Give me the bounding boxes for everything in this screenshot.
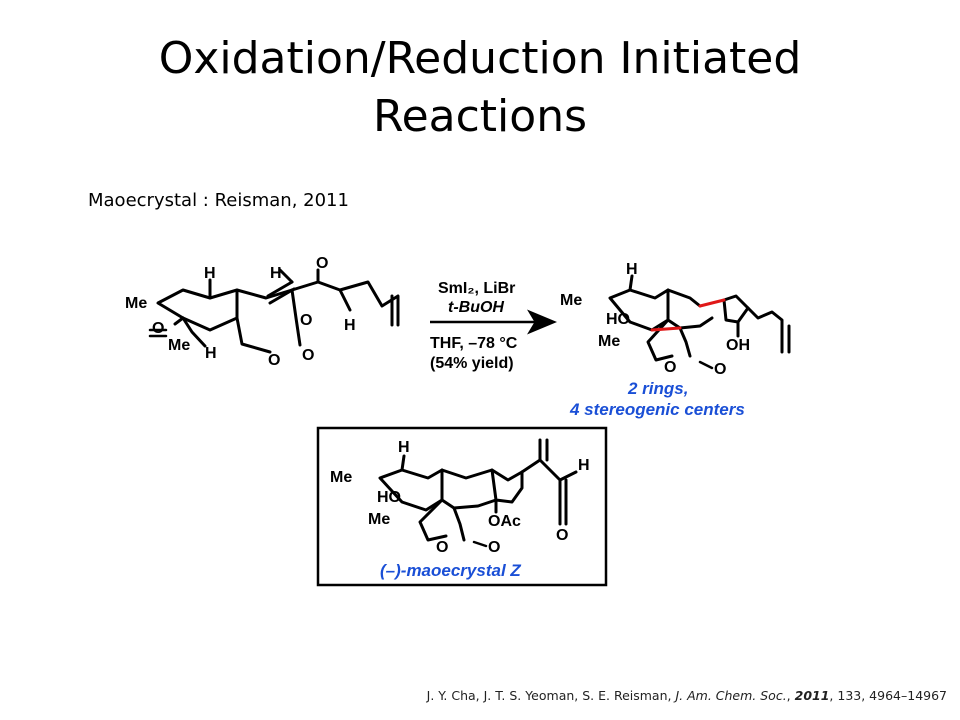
sm-o-1: O xyxy=(152,320,164,337)
sm-me-1: Me xyxy=(125,295,147,312)
z-o-1: O xyxy=(436,539,448,556)
p-me-1: Me xyxy=(560,292,582,309)
reagent-line2: t-BuOH xyxy=(448,299,504,316)
p-ho: HO xyxy=(606,311,630,328)
sm-h-3: H xyxy=(270,265,282,282)
z-ho: HO xyxy=(377,489,401,506)
sm-o-5: O xyxy=(300,312,312,329)
z-h-2: H xyxy=(578,457,590,474)
result-annotation: 2 rings, 4 stereogenic centers xyxy=(569,379,745,419)
reaction-conditions: SmI₂, LiBr t-BuOH THF, –78 °C (54% yield… xyxy=(430,280,518,372)
new-bond-2 xyxy=(650,326,682,332)
product-labels: H Me Me HO OH O O xyxy=(560,261,750,378)
p-o-1: O xyxy=(664,359,676,376)
maoecrystal-z-labels: H H Me Me HO OAc O O O xyxy=(330,439,590,556)
sm-o-3: O xyxy=(302,347,314,364)
citation: J. Y. Cha, J. T. S. Yeoman, S. E. Reisma… xyxy=(426,688,947,703)
maoecrystal-z-box xyxy=(316,426,608,587)
p-h: H xyxy=(626,261,638,278)
z-h-1: H xyxy=(398,439,410,456)
product-structure xyxy=(608,274,791,370)
slide-title-line2: Reactions xyxy=(372,91,588,142)
product-name: (–)-maoecrystal Z xyxy=(380,561,521,580)
condition-line1: THF, –78 °C xyxy=(430,335,518,352)
sm-me-2: Me xyxy=(168,337,190,354)
slide-title: Oxidation/Reduction Initiated Reactions xyxy=(0,30,960,146)
z-me-2: Me xyxy=(368,511,390,528)
slide-title-line1: Oxidation/Reduction Initiated xyxy=(158,33,802,84)
sm-o-2: O xyxy=(268,352,280,369)
citation-journal: J. Am. Chem. Soc. xyxy=(675,688,787,703)
new-bond-1 xyxy=(698,298,726,308)
starting-material-structure xyxy=(148,268,400,354)
sm-h-2: H xyxy=(205,345,217,362)
citation-year: 2011 xyxy=(794,688,830,703)
result-line2: 4 stereogenic centers xyxy=(569,400,745,419)
starting-material-labels: Me Me H H H H O O O O O xyxy=(125,255,356,369)
z-o-2: O xyxy=(488,539,500,556)
p-oh: OH xyxy=(726,337,750,354)
citation-details: , 133, 4964–14967 xyxy=(829,688,947,703)
sm-o-4: O xyxy=(316,255,328,272)
z-o-3: O xyxy=(556,527,568,544)
sm-h-1: H xyxy=(204,265,216,282)
p-me-2: Me xyxy=(598,333,620,350)
maoecrystal-z-structure xyxy=(378,438,578,548)
slide-subtitle: Maoecrystal : Reisman, 2011 xyxy=(88,190,349,211)
p-o-2: O xyxy=(714,361,726,378)
citation-authors: J. Y. Cha, J. T. S. Yeoman, S. E. Reisma… xyxy=(426,688,676,703)
sm-h-4: H xyxy=(344,317,356,334)
reagent-line1: SmI₂, LiBr xyxy=(438,280,515,297)
z-oac: OAc xyxy=(488,513,521,530)
new-bonds xyxy=(650,298,726,332)
result-line1: 2 rings, xyxy=(627,379,688,398)
z-me-1: Me xyxy=(330,469,352,486)
condition-line2: (54% yield) xyxy=(430,355,514,372)
